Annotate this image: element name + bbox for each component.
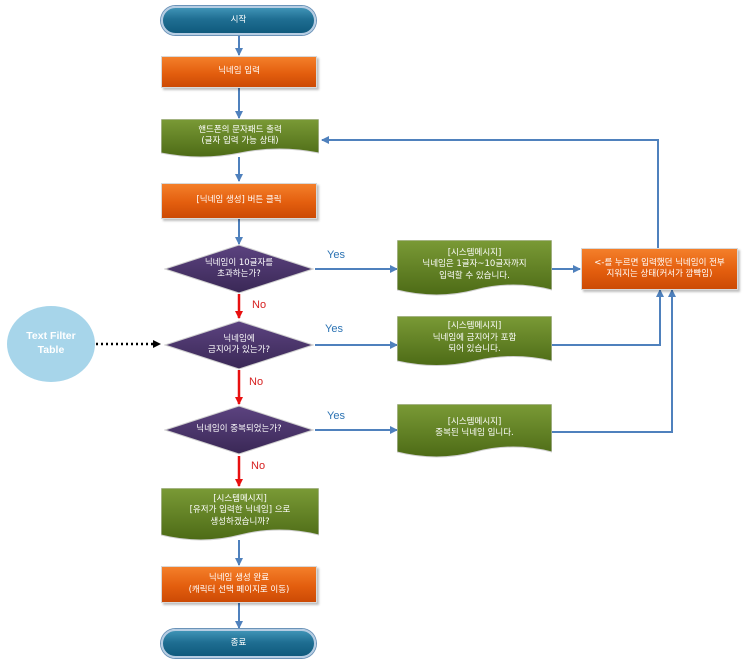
edge-msg2-to-reset <box>552 289 664 346</box>
msg-forbidden-line-2: 닉네임에 금지어가 포함 <box>432 332 517 343</box>
end-terminal: 종료 <box>161 629 316 658</box>
complete-process: 닉네임 생성 완료 (캐릭터 선택 페이지로 이동) <box>161 566 317 603</box>
reset-state-process: <-를 누르면 입력했던 닉네임이 전부 지워지는 상태(커서가 깜빡임) <box>581 248 738 290</box>
msg-length-line-1: [시스템메시지] <box>447 247 502 258</box>
msg-duplicate-document: [시스템메시지] 중복된 닉네임 입니다. <box>397 404 552 460</box>
decision-length-line-2: 초과하는가? <box>217 269 261 279</box>
confirm-msg-line-3: 생성하겠습니까? <box>210 516 270 527</box>
confirm-msg-document: [시스템메시지] [유저가 입력한 닉네임] 으로 생성하겠습니까? <box>161 488 319 542</box>
edge-reset-loop <box>321 136 659 248</box>
end-label: 종료 <box>230 637 247 648</box>
no-label-2: No <box>249 376 264 388</box>
nickname-input-process: 닉네임 입력 <box>161 56 317 88</box>
keypad-output-line-2: (글자 입력 가능 상태) <box>201 136 279 146</box>
decision-length-line-1: 닉네임이 10글자를 <box>204 257 274 268</box>
yes-label-2: Yes <box>325 323 343 335</box>
msg-duplicate-line-1: [시스템메시지] <box>447 416 502 427</box>
diamond-shape <box>164 244 314 294</box>
decision-length: 닉네임이 10글자를 초과하는가? <box>164 244 314 294</box>
diamond-shape <box>164 320 314 370</box>
no-label-3: No <box>251 460 266 472</box>
keypad-output-line-1: 핸드폰의 문자패드 출력 <box>198 124 282 135</box>
msg-forbidden-line-1: [시스템메시지] <box>447 321 502 332</box>
edge-msg3-to-reset <box>552 289 676 433</box>
decision-forbidden-line-2: 금지어가 있는가? <box>208 345 270 355</box>
create-click-process: [닉네임 생성] 버튼 클릭 <box>161 183 317 219</box>
msg-length-line-3: 입력할 수 있습니다. <box>439 270 510 281</box>
nickname-input-label: 닉네임 입력 <box>218 66 260 77</box>
complete-line-2: (캐릭터 선택 페이지로 이동) <box>188 584 290 595</box>
text-filter-table: Text Filter Table <box>7 306 95 382</box>
start-label: 시작 <box>230 14 247 25</box>
decision-duplicate: 닉네임이 중복되었는가? <box>164 405 314 455</box>
msg-forbidden-document: [시스템메시지] 닉네임에 금지어가 포함 되어 있습니다. <box>397 316 552 368</box>
document-shape <box>161 488 319 541</box>
msg-length-line-2: 닉네임은 1글자~10글자까지 <box>422 259 527 270</box>
complete-line-1: 닉네임 생성 완료 <box>208 573 270 584</box>
msg-duplicate-line-2: 중복된 닉네임 입니다. <box>435 428 514 438</box>
decision-duplicate-label: 닉네임이 중복되었는가? <box>196 424 282 435</box>
text-filter-line-1: Text Filter <box>26 330 76 343</box>
create-click-label: [닉네임 생성] 버튼 클릭 <box>196 195 282 206</box>
text-filter-line-2: Table <box>37 344 65 356</box>
document-shape <box>397 240 552 296</box>
start-terminal: 시작 <box>161 6 316 35</box>
reset-state-line-1: <-를 누르면 입력했던 닉네임이 전부 <box>594 257 725 268</box>
keypad-output-document: 핸드폰의 문자패드 출력 (글자 입력 가능 상태) <box>161 119 319 159</box>
msg-forbidden-line-3: 되어 있습니다. <box>448 344 501 355</box>
yes-label-3: Yes <box>327 410 345 422</box>
yes-label-1: Yes <box>327 249 345 261</box>
diamond-shape <box>164 405 314 455</box>
no-label-1: No <box>252 299 267 311</box>
msg-length-document: [시스템메시지] 닉네임은 1글자~10글자까지 입력할 수 있습니다. <box>397 240 552 298</box>
decision-forbidden: 닉네임에 금지어가 있는가? <box>164 320 314 370</box>
document-shape <box>397 316 552 366</box>
confirm-msg-line-1: [시스템메시지] <box>213 493 267 504</box>
document-shape <box>397 404 552 458</box>
confirm-msg-line-2: [유저가 입력한 닉네임] 으로 <box>189 505 291 516</box>
reset-state-line-2: 지워지는 상태(커서가 깜빡임) <box>606 269 713 279</box>
decision-forbidden-line-1: 닉네임에 <box>223 333 255 344</box>
document-shape <box>161 119 319 158</box>
